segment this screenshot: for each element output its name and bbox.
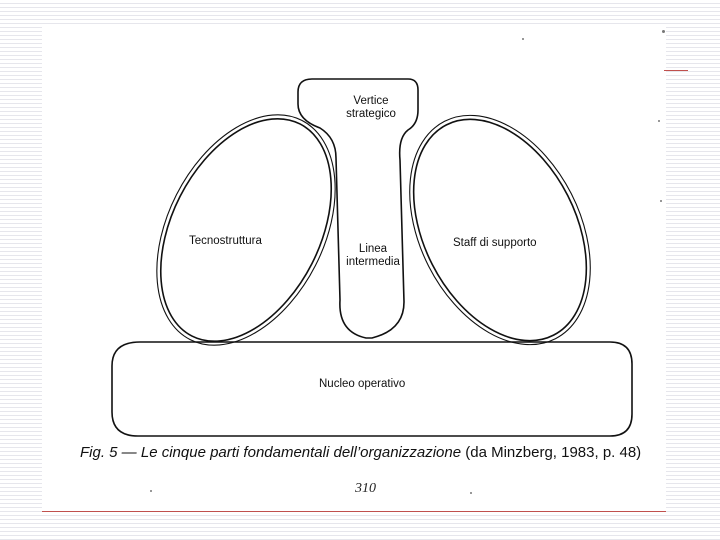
scanned-page	[42, 24, 666, 512]
support-staff-label: Staff di supporto	[453, 237, 537, 249]
scan-speck	[662, 30, 665, 33]
technostructure-shape	[159, 117, 333, 343]
scan-speck	[658, 120, 660, 122]
apex-label: Vertice strategico	[346, 95, 396, 120]
operating-core-label: Nucleo operativo	[319, 378, 406, 390]
support-staff-shape	[412, 118, 588, 342]
middle-line-label: Linea intermedia	[346, 243, 400, 268]
top-accent-line	[664, 70, 688, 71]
operating-core-shape	[111, 341, 633, 437]
scan-speck	[660, 200, 662, 202]
scan-speck	[522, 38, 524, 40]
page-number: 310	[355, 481, 376, 496]
scan-speck	[150, 490, 152, 492]
technostructure-label: Tecnostruttura	[189, 235, 262, 247]
figure-title: Le cinque parti fondamentali dell’organi…	[140, 444, 462, 461]
figure-source: (da Minzberg, 1983, p. 48)	[461, 444, 642, 461]
apex-middle-line-shape	[297, 78, 419, 339]
scan-speck	[470, 492, 472, 494]
figure-number: Fig. 5 —	[80, 444, 141, 461]
figure-caption: Fig. 5 — Le cinque parti fondamentali de…	[80, 444, 680, 461]
bottom-accent-line	[42, 511, 666, 512]
